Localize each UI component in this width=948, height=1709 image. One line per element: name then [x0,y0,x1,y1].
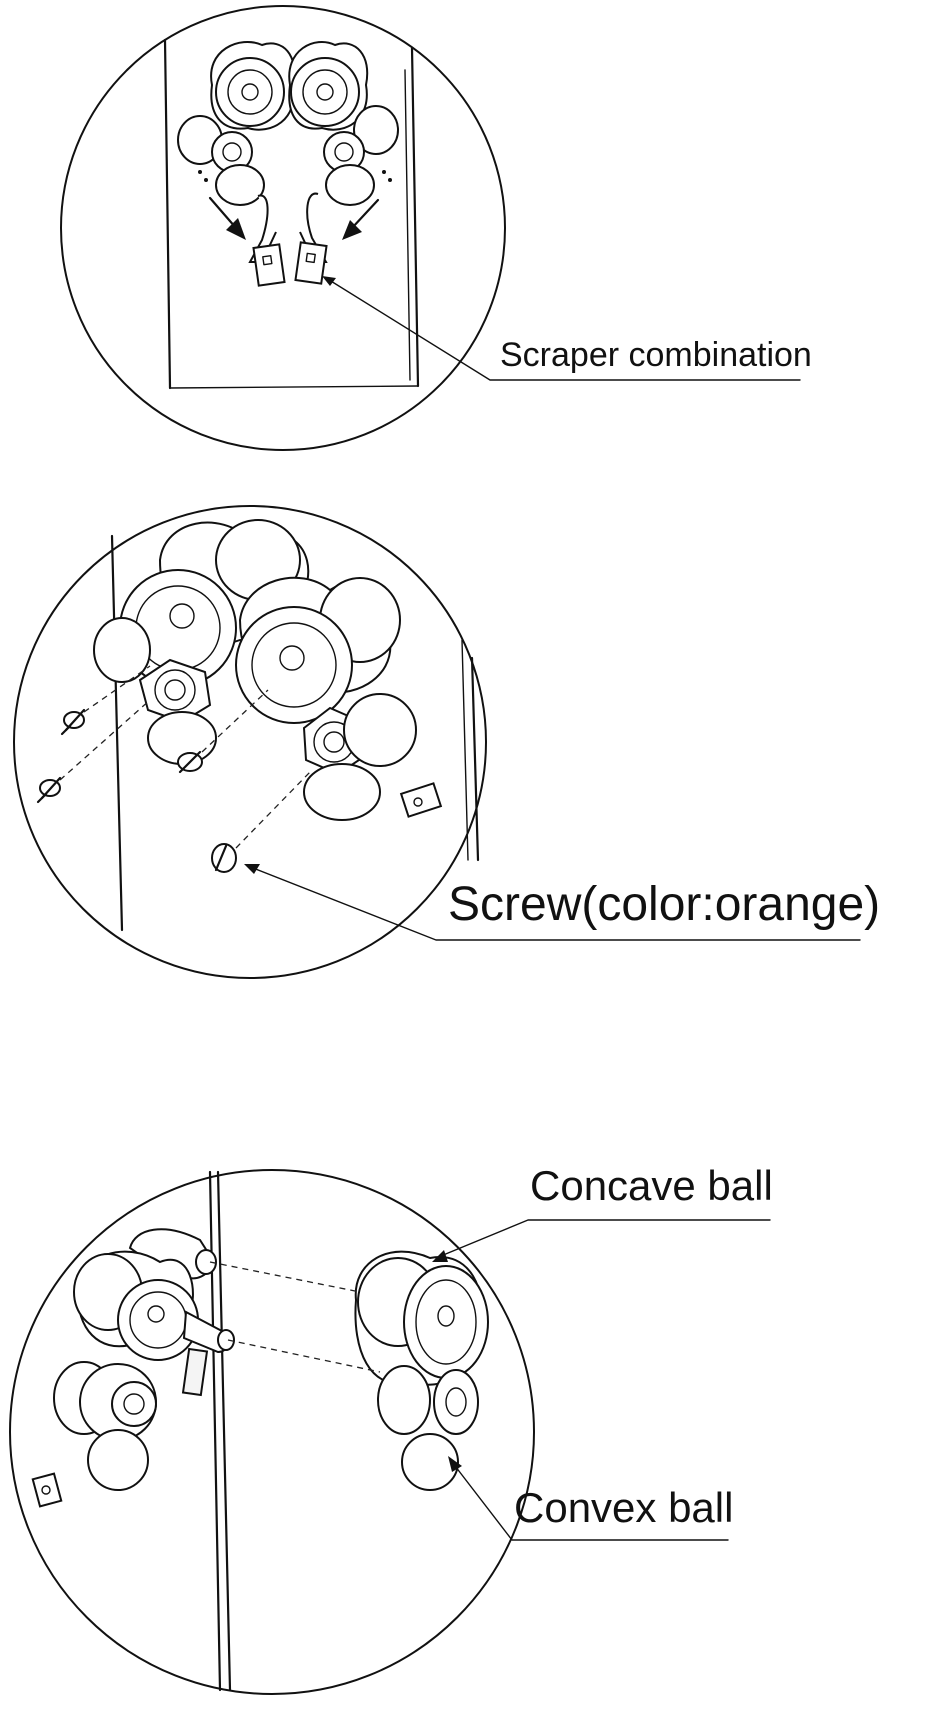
panel-screw-circle [13,505,487,979]
arrow-right [342,198,380,240]
clip-part [399,782,443,818]
label-screw: Screw(color:orange) [448,878,880,931]
wheel-top-right [288,40,399,206]
screw-1 [60,708,86,736]
rail-left-2 [110,534,124,932]
rail-3b [216,1170,232,1692]
rail-right-2 [470,656,480,862]
leader-convex [451,1461,729,1541]
rail-right [410,46,420,388]
label-concave-ball: Concave ball [530,1162,773,1209]
panel-balls-circle [9,1169,535,1695]
arrow-left [208,196,246,240]
motion-dots [198,170,392,182]
label-convex-ball: Convex ball [514,1484,733,1531]
panel-screw: Screw(color:orange) [13,505,880,979]
wheel-mid-right [235,576,417,821]
label-scraper-combination: Scraper combination [500,336,812,374]
wheel-bottom-right [354,1250,489,1491]
panel-scraper-circle [60,5,506,451]
wheel-bottom-left [53,1228,235,1491]
leader-concave [435,1219,771,1259]
scraper-pieces [248,192,328,287]
wheel-top-left [177,40,295,206]
rail-left [163,38,172,390]
screw-3 [177,750,203,774]
rail-3a [208,1170,222,1692]
leader-screw [247,865,861,941]
leader-scraper [325,277,801,381]
panel-balls: Concave ball Convex ball [9,1162,773,1695]
clip-part-2 [31,1472,63,1508]
panel-scraper: Scraper combination [60,5,812,451]
screw-4 [211,843,237,873]
screw-2 [36,776,62,804]
